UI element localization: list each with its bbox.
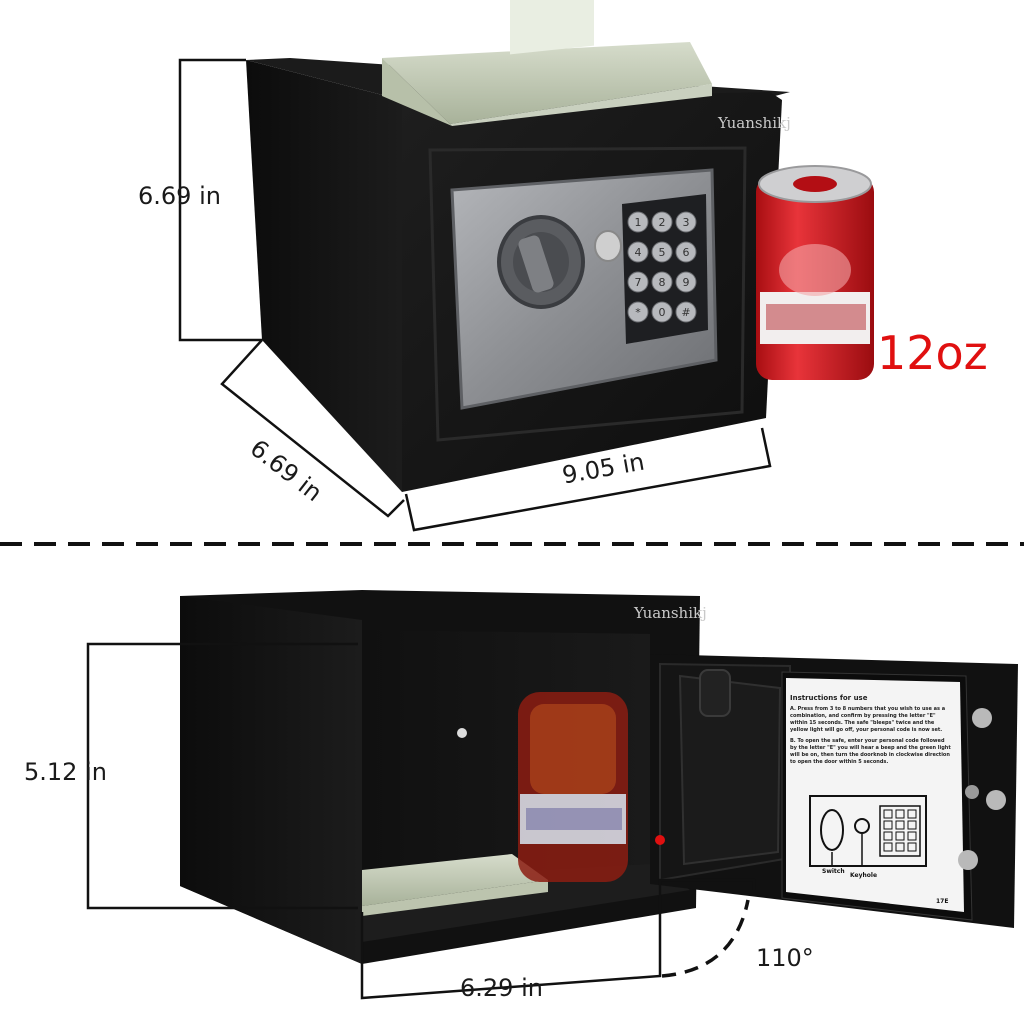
width-bracket-top — [404, 427, 772, 532]
keypad-key — [651, 271, 673, 293]
keyhole-cover — [594, 230, 622, 262]
manual-diagram — [809, 795, 927, 867]
manual-keypad-key — [907, 809, 917, 819]
keypad-key — [675, 271, 697, 293]
manual-keypad-key — [907, 831, 917, 841]
keypad-key-label: 0 — [659, 306, 666, 319]
bottom-height-label: 5.12 in — [24, 758, 107, 786]
depth-bracket-top — [220, 339, 405, 518]
keypad-key-label: 6 — [683, 246, 690, 259]
keypad-key-label: 3 — [683, 216, 690, 229]
keypad-key — [651, 241, 673, 263]
keypad-key — [675, 301, 697, 323]
keypad-key — [651, 211, 673, 233]
keypad-key — [627, 271, 649, 293]
manual-title: Instructions for use — [790, 694, 868, 702]
soda-can — [756, 165, 874, 380]
manual-keypad-key — [907, 820, 917, 830]
bottom-open-safe: Yuanshikj — [180, 590, 1018, 964]
keypad-key-label: 2 — [659, 216, 666, 229]
manual-keypad-key — [883, 831, 893, 841]
keypad-key — [627, 301, 649, 323]
lock-mechanism-cover — [678, 674, 782, 866]
cash-stack-inside — [362, 854, 548, 916]
brand-logo-top: Yuanshikj — [717, 114, 791, 132]
door-knob — [497, 215, 585, 309]
can-size-label: 12oz — [877, 326, 988, 380]
manual-step-a: A. Press from 3 to 8 numbers that you wi… — [790, 706, 946, 733]
keypad-key-label: 5 — [659, 246, 666, 259]
manual-step-b: B. To open the safe, enter your personal… — [790, 738, 951, 765]
manual-keypad-key — [895, 809, 905, 819]
manual-keypad-key — [895, 820, 905, 830]
keypad-key-label: 8 — [659, 276, 666, 289]
bottom-dimension-lines — [86, 642, 756, 1000]
safe-door-bevel — [428, 146, 747, 442]
keypad-key — [627, 211, 649, 233]
depth-bracket-bottom — [360, 878, 756, 1000]
soda-can-inside — [518, 692, 628, 882]
mount-hole — [457, 728, 467, 738]
keypad-key — [627, 241, 649, 263]
keypad-key — [675, 211, 697, 233]
manual-keypad-key — [883, 820, 893, 830]
safe-left-side — [246, 60, 402, 492]
keypad-key — [651, 301, 673, 323]
manual-keyhole-label: Keyhole — [850, 872, 878, 879]
top-dimension-lines — [178, 58, 772, 532]
keypad-key-label: # — [681, 306, 690, 319]
manual-keypad-key — [895, 842, 905, 852]
height-bracket-bottom — [86, 642, 358, 910]
open-door — [650, 654, 1018, 928]
keypad-key-label: 4 — [635, 246, 642, 259]
manual-model-label: 17E — [936, 898, 949, 905]
open-safe-left-side — [180, 596, 362, 964]
manual-keypad-key — [895, 831, 905, 841]
top-height-label: 6.69 in — [138, 182, 221, 210]
keypad-key-label: 7 — [635, 276, 642, 289]
instruction-text: Instructions for use A. Press from 3 to … — [790, 694, 952, 766]
keypad: 1 2 3 4 5 6 7 8 9 * 0 # — [622, 194, 708, 344]
keypad-key-label: 1 — [635, 216, 642, 229]
manual-keypad-key — [883, 809, 893, 819]
height-bracket-top — [178, 58, 262, 342]
cash-stack-top — [382, 0, 712, 126]
manual-keypad-key — [883, 842, 893, 852]
manual-switch-label: Switch — [822, 868, 845, 875]
door-angle-label: 110° — [756, 944, 814, 972]
bottom-depth-label: 6.29 in — [460, 974, 543, 1002]
keypad-key — [675, 241, 697, 263]
keypad-key-label: 9 — [683, 276, 690, 289]
keypad-key-label: * — [635, 306, 641, 319]
top-closed-safe: 1 2 3 4 5 6 7 8 9 * 0 # Yuanshikj — [246, 0, 874, 492]
manual-keypad-key — [907, 842, 917, 852]
battery-indicator — [655, 835, 665, 845]
brand-logo-bottom: Yuanshikj — [633, 604, 707, 622]
